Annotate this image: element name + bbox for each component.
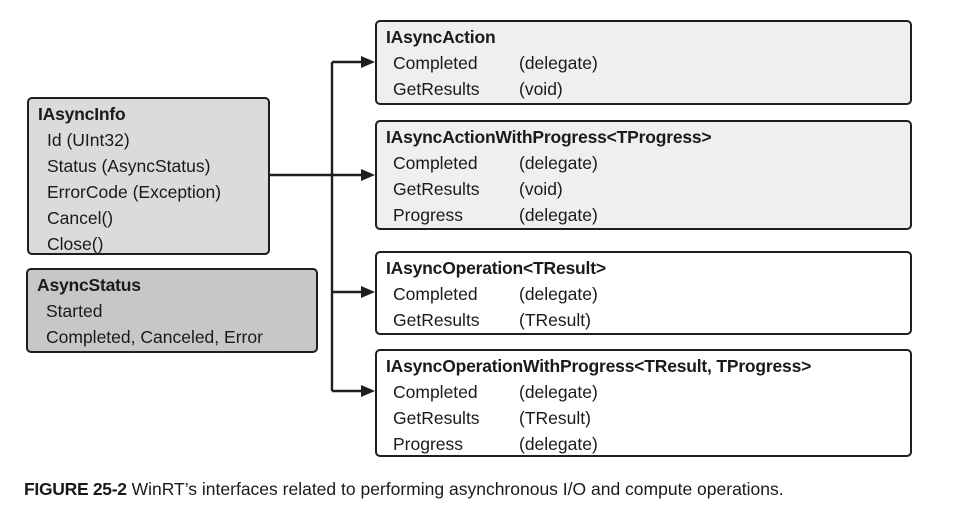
interface-member-row: GetResults (void)	[377, 176, 910, 202]
member-name: GetResults	[393, 310, 480, 330]
member-type: (delegate)	[519, 382, 598, 402]
interface-member-row: Completed (delegate)	[377, 150, 910, 176]
iasyncaction-title: IAsyncAction	[386, 27, 496, 47]
interface-member-row: Completed (delegate)	[377, 50, 910, 76]
interface-member-row: Completed (delegate)	[377, 379, 910, 405]
iasyncinfo-member: Close()	[47, 234, 104, 254]
member-name: GetResults	[393, 179, 480, 199]
arrowhead-icon	[361, 286, 375, 298]
interface-member-row: Progress (delegate)	[377, 202, 910, 228]
iasyncinfo-title: IAsyncInfo	[38, 104, 126, 124]
interface-member-row: GetResults (TResult)	[377, 405, 910, 431]
member-name: GetResults	[393, 408, 480, 428]
member-type: (delegate)	[519, 153, 598, 173]
member-name: GetResults	[393, 79, 480, 99]
arrowhead-icon	[361, 56, 375, 68]
member-name: Completed	[393, 284, 478, 304]
iasyncoperationwithprogress-box: IAsyncOperationWithProgress<TResult, TPr…	[375, 349, 912, 457]
iasyncinfo-member: Id (UInt32)	[47, 130, 130, 150]
member-type: (delegate)	[519, 205, 598, 225]
member-type: (delegate)	[519, 284, 598, 304]
figure-caption: FIGURE 25-2 WinRT’s interfaces related t…	[24, 478, 784, 500]
member-name: Progress	[393, 205, 464, 225]
member-name: Completed	[393, 53, 478, 73]
iasyncinfo-member: Status (AsyncStatus)	[47, 156, 211, 176]
iasyncoperationwithprogress-title: IAsyncOperationWithProgress<TResult, TPr…	[386, 356, 812, 376]
interface-member-row: Progress (delegate)	[377, 431, 910, 457]
asyncstatus-title: AsyncStatus	[37, 275, 141, 295]
member-type: (void)	[519, 179, 563, 199]
interface-member-row: Completed (delegate)	[377, 281, 910, 307]
member-type: (delegate)	[519, 53, 598, 73]
iasyncinfo-member: Cancel()	[47, 208, 114, 228]
member-name: Completed	[393, 153, 478, 173]
member-name: Completed	[393, 382, 478, 402]
interface-member-row: GetResults (void)	[377, 76, 910, 102]
iasyncinfo-member: ErrorCode (Exception)	[47, 182, 222, 202]
member-type: (delegate)	[519, 434, 598, 454]
asyncstatus-value: Started	[46, 301, 103, 321]
asyncstatus-box: AsyncStatus Started Completed, Canceled,…	[26, 268, 318, 353]
iasyncaction-box: IAsyncAction Completed (delegate) GetRes…	[375, 20, 912, 105]
member-type: (TResult)	[519, 408, 591, 428]
member-name: Progress	[393, 434, 464, 454]
arrowhead-icon	[361, 169, 375, 181]
iasyncoperation-box: IAsyncOperation<TResult> Completed (dele…	[375, 251, 912, 335]
member-type: (TResult)	[519, 310, 591, 330]
iasyncactionwithprogress-title: IAsyncActionWithProgress<TProgress>	[386, 127, 712, 147]
interface-member-row: GetResults (TResult)	[377, 307, 910, 333]
iasyncinfo-box: IAsyncInfo Id (UInt32) Status (AsyncStat…	[27, 97, 270, 255]
iasyncoperation-title: IAsyncOperation<TResult>	[386, 258, 606, 278]
member-type: (void)	[519, 79, 563, 99]
figure-label: FIGURE 25-2	[24, 479, 127, 499]
figure-caption-text: WinRT’s interfaces related to performing…	[131, 479, 784, 499]
iasyncactionwithprogress-box: IAsyncActionWithProgress<TProgress> Comp…	[375, 120, 912, 230]
arrowhead-icon	[361, 385, 375, 397]
asyncstatus-value: Completed, Canceled, Error	[46, 327, 263, 347]
